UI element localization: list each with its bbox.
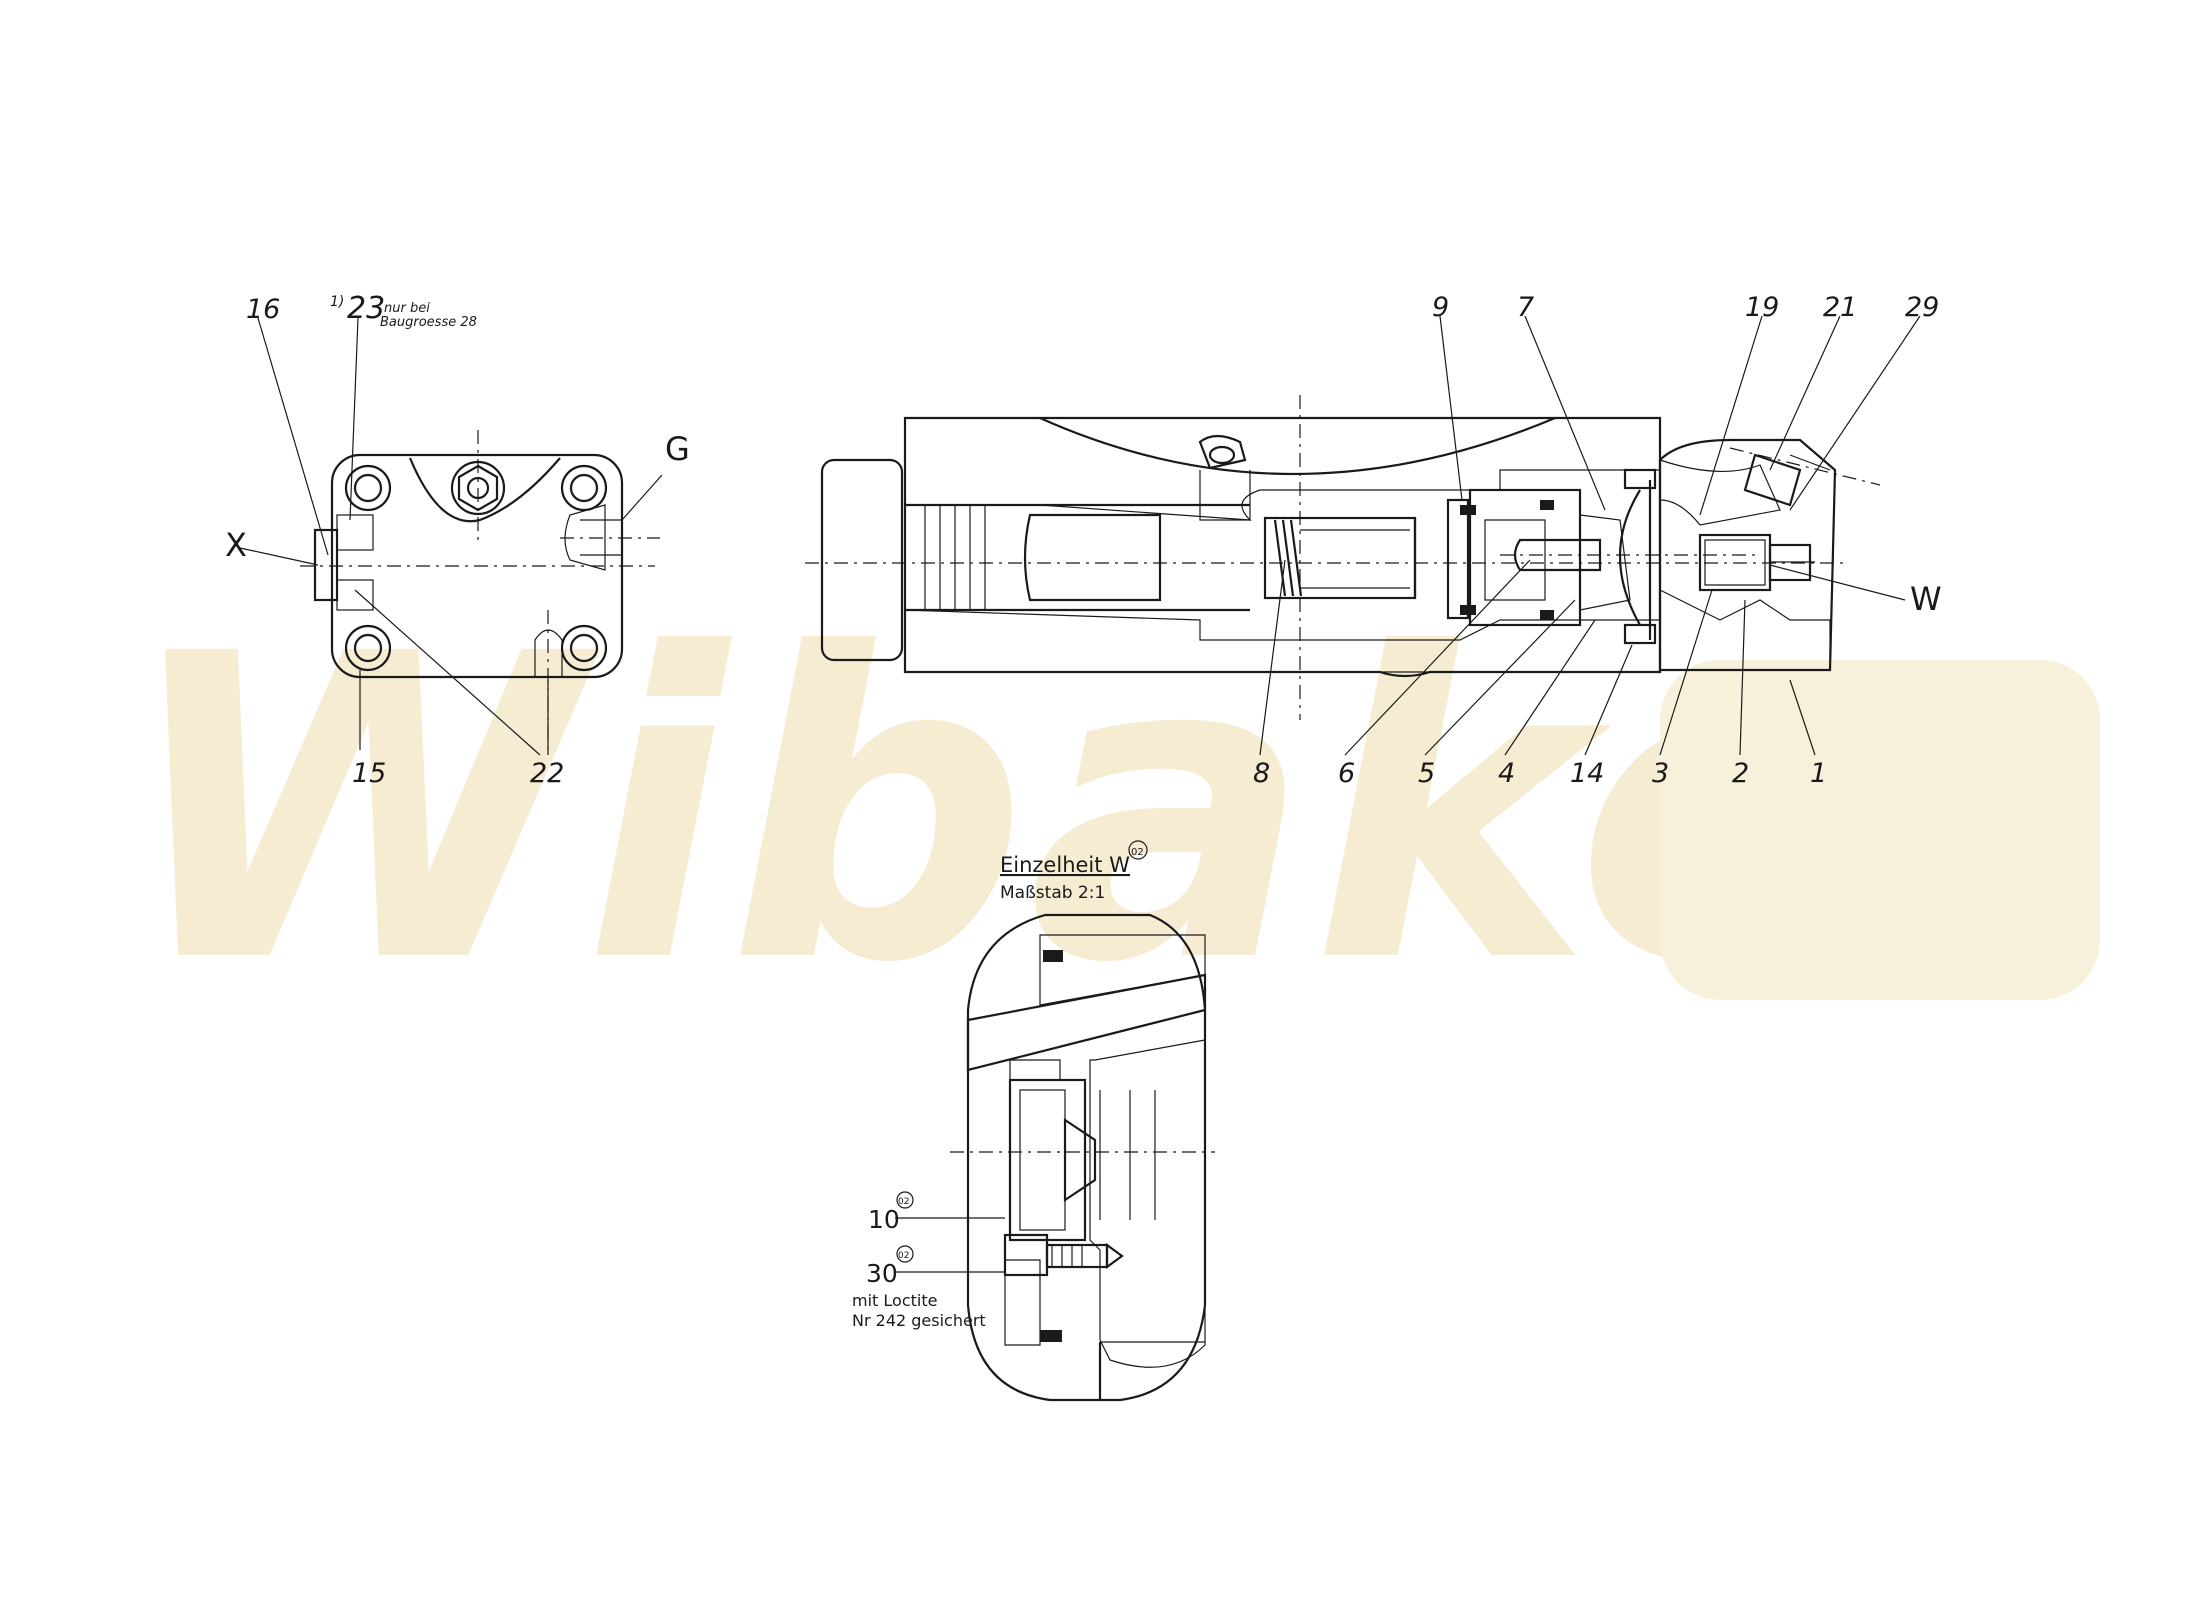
end-view-center-bolt	[450, 430, 506, 540]
label-10: 10	[868, 1205, 900, 1234]
top-fitting	[1198, 434, 1251, 521]
label-23: 23	[347, 291, 385, 326]
label-1: 1	[1810, 758, 1827, 789]
label-9: 9	[1432, 292, 1449, 323]
label-8: 8	[1253, 758, 1270, 789]
leader-w	[1769, 564, 1906, 601]
leader-g	[621, 474, 663, 521]
label-5: 5	[1418, 758, 1435, 789]
note-line2: Baugroesse 28	[380, 315, 477, 330]
watermark-logo-box	[1660, 660, 2100, 1000]
label-3: 3	[1652, 758, 1669, 789]
detail-body-right	[1089, 1039, 1206, 1368]
detail-revision-circle	[1128, 840, 1148, 860]
detail-w-view: Einzelheit W 02 Maßstab 2:1	[852, 840, 1215, 1402]
insert-10	[1008, 1078, 1156, 1242]
spring-8	[1263, 516, 1417, 600]
label-x: X	[225, 526, 247, 564]
sleeve-4	[1579, 514, 1631, 611]
detail-scale: Maßstab 2:1	[1000, 883, 1105, 903]
bolt-hole-tl	[344, 464, 392, 512]
label-19: 19	[1745, 292, 1779, 323]
leader-x	[239, 547, 319, 566]
label-30-rev: 02	[898, 1251, 909, 1261]
label-6: 6	[1338, 758, 1355, 789]
detail-revision-mark: 02	[1131, 847, 1144, 858]
leader-9	[1439, 315, 1463, 501]
label-30-rev-circle	[896, 1245, 914, 1263]
footnote-mark: 1)	[330, 294, 344, 310]
label-10-rev: 02	[898, 1197, 909, 1207]
label-7: 7	[1517, 292, 1534, 323]
label-16: 16	[246, 294, 280, 325]
screw-30	[1003, 1233, 1124, 1277]
body-lower-wall	[904, 609, 1661, 673]
detail-note-line2: Nr 242 gesichert	[852, 1311, 986, 1330]
leader-4	[1504, 619, 1596, 756]
body-arc	[1039, 416, 1556, 476]
label-w: W	[1910, 580, 1942, 618]
main-section-view: 9 7 19 21 29 W 8 6 5 4 14 3 2 1	[805, 292, 1942, 789]
label-21: 21	[1823, 292, 1857, 323]
leader-19	[1699, 315, 1763, 516]
port-g	[560, 504, 660, 571]
label-30: 30	[866, 1259, 898, 1288]
label-14: 14	[1570, 758, 1604, 789]
leader-6	[1344, 559, 1531, 756]
plunger	[1023, 513, 1162, 602]
end-view-arch	[408, 457, 561, 523]
detail-seal-bottom	[1040, 1330, 1062, 1342]
detail-title: Einzelheit W	[1000, 853, 1130, 877]
port-x	[313, 514, 374, 611]
watermark: Wibako	[120, 566, 2100, 1055]
leader-21	[1769, 315, 1841, 471]
label-15: 15	[352, 758, 386, 789]
watermark-text: Wibako	[120, 566, 1864, 1055]
leader-29	[1789, 315, 1921, 511]
thread-lines	[924, 505, 986, 610]
label-10-rev-circle	[896, 1191, 914, 1209]
leader-1	[1789, 679, 1816, 756]
leader-7	[1524, 315, 1606, 511]
leader-16	[257, 317, 329, 556]
label-g: G	[665, 430, 690, 468]
leader-23	[349, 317, 359, 521]
bolt-hole-bl	[344, 624, 392, 672]
leader-3	[1659, 589, 1713, 756]
note-line1: nur bei	[384, 301, 430, 316]
detail-note-line1: mit Loctite	[852, 1291, 937, 1310]
end-cap	[820, 458, 904, 662]
end-view: 16 1) 23 nur bei Baugroesse 28 G X 15 22	[225, 291, 690, 789]
label-4: 4	[1498, 758, 1515, 789]
stem-5	[1500, 538, 1760, 572]
leader-2	[1739, 599, 1746, 756]
label-2: 2	[1732, 758, 1749, 789]
leader-14	[1584, 644, 1633, 756]
label-29: 29	[1905, 292, 1939, 323]
leader-5	[1424, 599, 1576, 756]
leader-22a	[354, 589, 541, 756]
piston-9	[1446, 488, 1582, 627]
flange-14	[1619, 468, 1657, 645]
detail-channel	[966, 973, 1207, 1072]
leader-8	[1259, 559, 1286, 756]
label-22: 22	[530, 758, 564, 789]
bolt-hole-tr	[560, 464, 608, 512]
detail-outline	[966, 913, 1207, 1402]
